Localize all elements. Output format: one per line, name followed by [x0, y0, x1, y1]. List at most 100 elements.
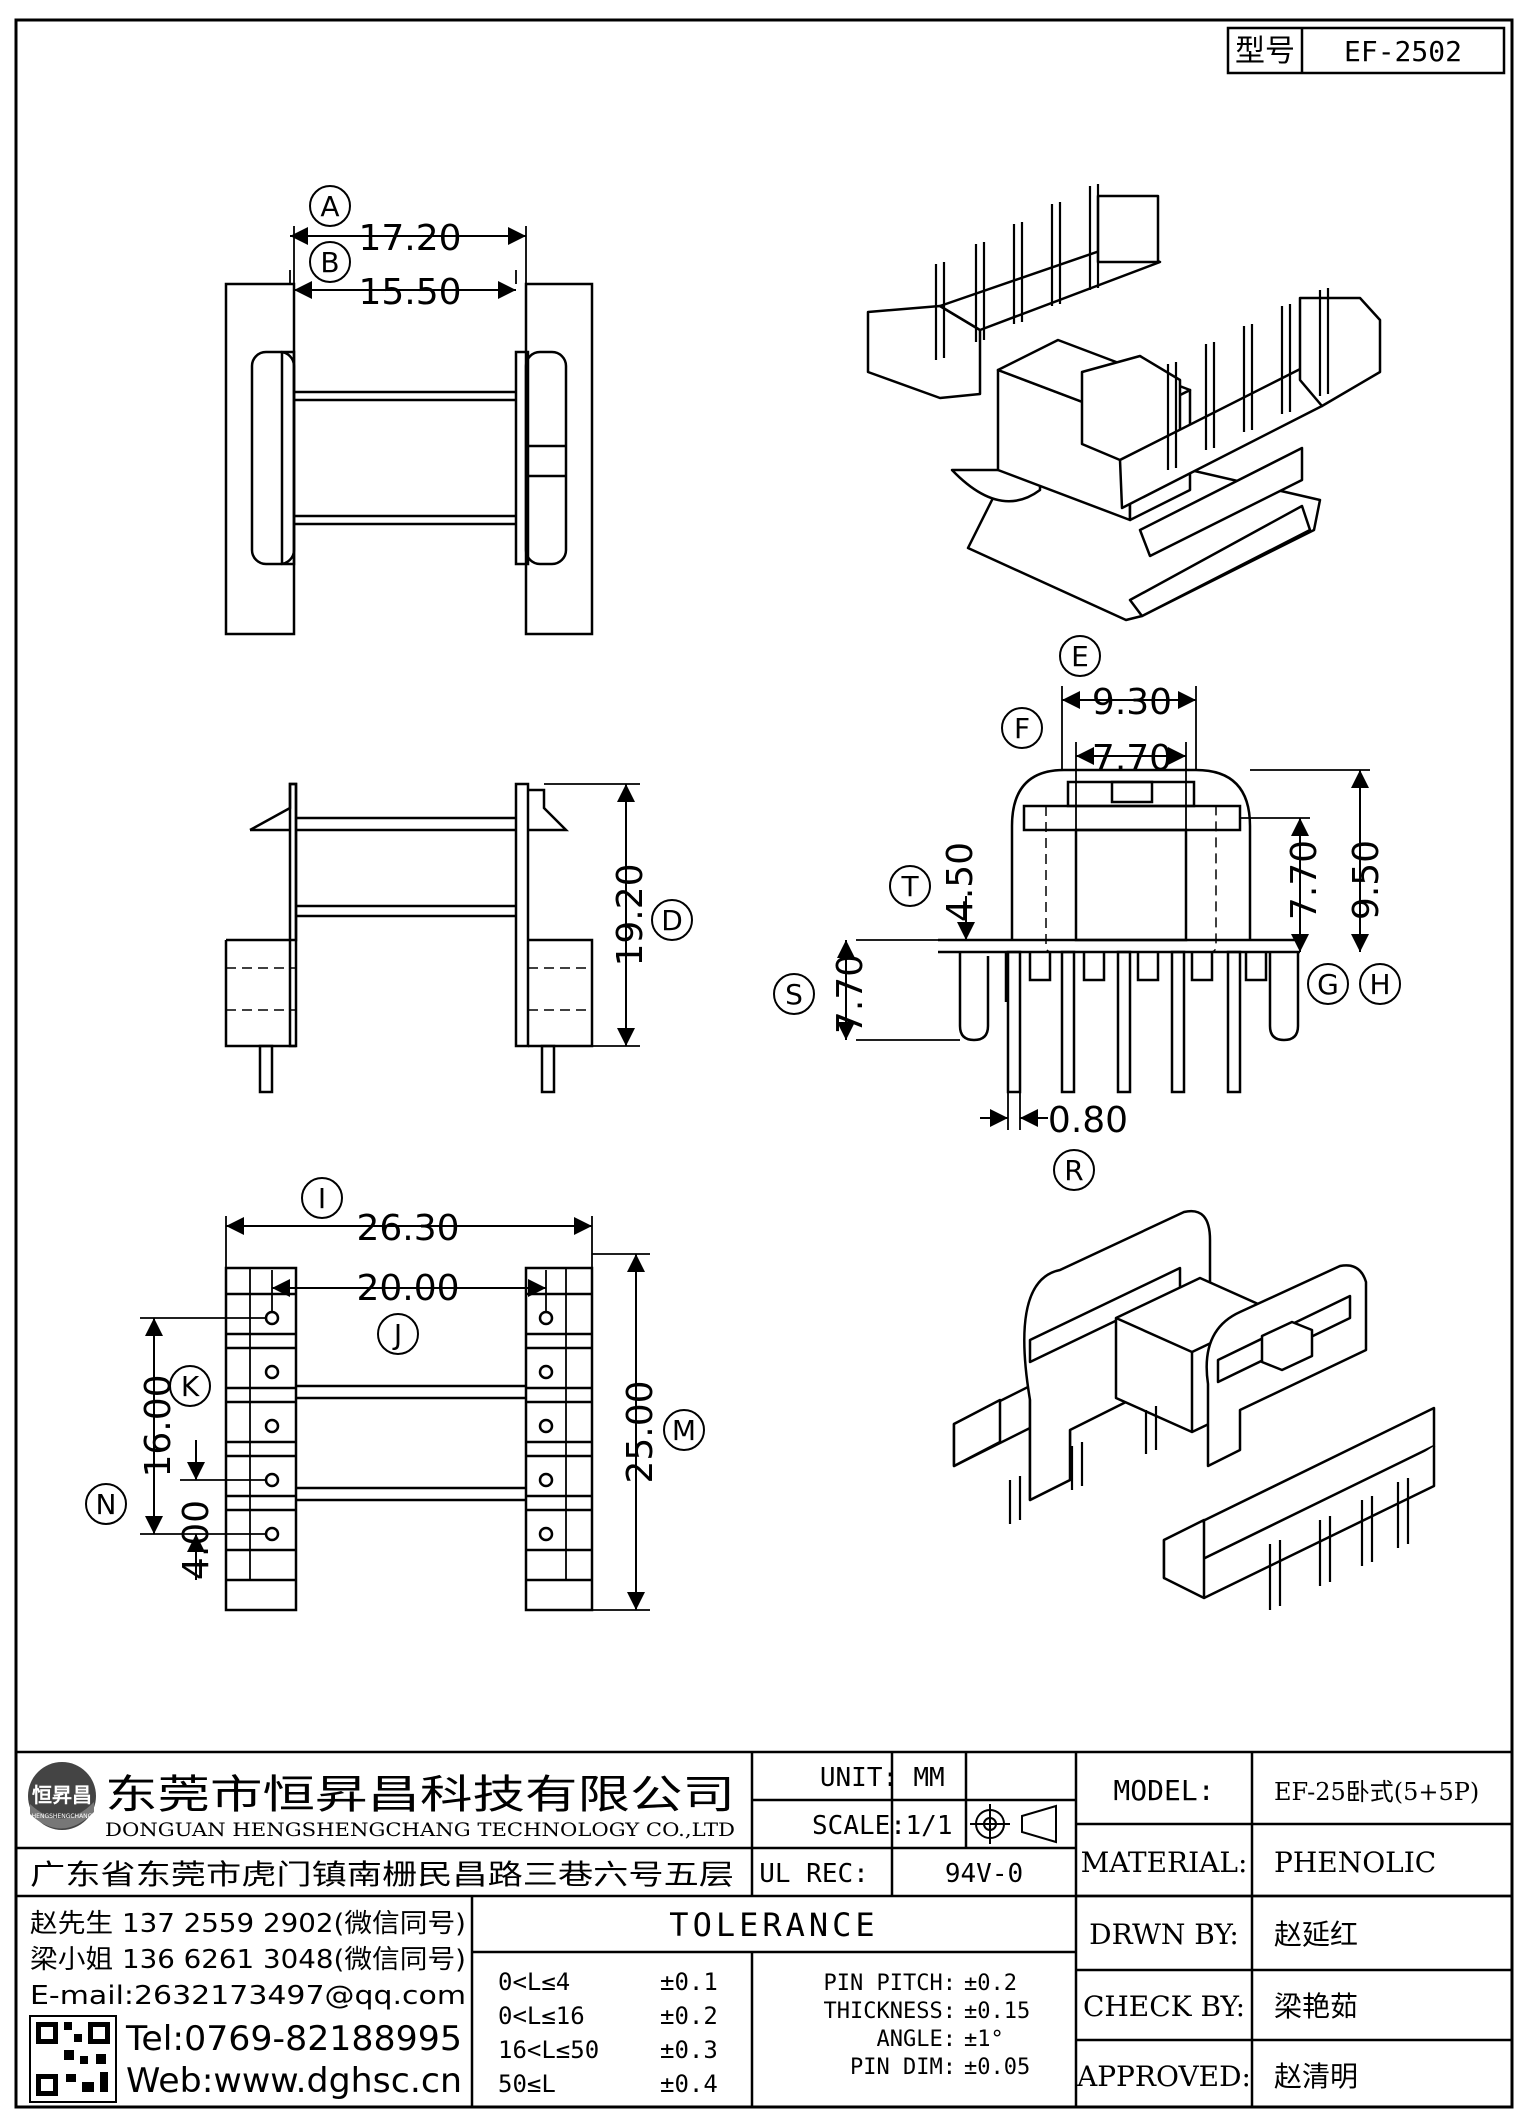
drwn-value: 赵延红: [1274, 1918, 1358, 1951]
tol-range: 50≤L: [498, 2070, 556, 2098]
dim-r-letter: R: [1064, 1154, 1083, 1187]
contact-tel: Tel:0769-82188995: [125, 2019, 462, 2059]
dim-d-letter: D: [661, 904, 683, 937]
material-label: MATERIAL:: [1081, 1846, 1248, 1879]
dim-m: 25.00 M: [620, 1254, 705, 1610]
tol-value: ±0.1: [660, 1968, 718, 1996]
tol-range: 16<L≤50: [498, 2036, 599, 2064]
header-model-value: EF-2502: [1344, 35, 1462, 68]
dim-f-value: 7.70: [1092, 738, 1172, 779]
company-name-en: DONGUAN HENGSHENGCHANG TECHNOLOGY CO.,LT…: [105, 1819, 735, 1841]
dim-t-letter: T: [900, 870, 919, 903]
dim-b: B 15.50: [294, 241, 516, 313]
company-name-cn: 东莞市恒昇昌科技有限公司: [105, 1772, 735, 1818]
dim-e: E 9.30: [1059, 635, 1196, 723]
logo-sub: HENGSHENGCHANG: [32, 1813, 93, 1820]
bottom-view: [140, 1216, 650, 1612]
qr-code-icon: [29, 2015, 117, 2103]
dim-n-letter: N: [96, 1488, 117, 1521]
scale-value: 1/1: [906, 1811, 953, 1841]
dim-d-value: 19.20: [610, 863, 651, 966]
isometric-bottom-pins: [1008, 1406, 1410, 1610]
sheet-border: [14, 18, 1514, 2109]
dim-s-letter: S: [785, 978, 803, 1011]
material-value: PHENOLIC: [1274, 1846, 1436, 1879]
company-logo: 恒昇昌 HENGSHENGCHANG: [28, 1762, 96, 1830]
approved-label: APPROVED:: [1076, 2060, 1251, 2093]
dim-d: 19.20 D: [610, 784, 693, 1046]
tol-value: ±0.3: [660, 2036, 718, 2064]
dim-s: 7.70 S: [773, 940, 871, 1040]
dim-g: 7.70 G: [1284, 818, 1349, 1005]
tol-range: 0<L≤16: [498, 2002, 585, 2030]
header-model-label: 型号: [1235, 34, 1295, 69]
isometric-top: [866, 194, 1382, 622]
dim-k-letter: K: [181, 1370, 200, 1403]
tol-extra-label: PIN DIM:: [850, 2055, 956, 2080]
title-block-grid: [16, 1750, 1512, 2107]
tolerance-title: TOLERANCE: [669, 1906, 878, 1944]
contact-web: Web:www.dghsc.cn: [126, 2061, 462, 2101]
contact-1: 赵先生 137 2559 2902(微信同号): [30, 1909, 466, 1939]
tol-extra-value: ±0.05: [964, 2055, 1030, 2080]
dim-g-letter: G: [1317, 968, 1339, 1001]
contact-email: E-mail:2632173497@qq.com: [30, 1981, 466, 2011]
model-value: EF-25卧式(5+5P): [1274, 1778, 1479, 1806]
isometric-bottom: [952, 1209, 1436, 1600]
dim-i: I 26.30: [226, 1177, 592, 1249]
logo-text: 恒昇昌: [32, 1783, 92, 1807]
dim-j: 20.00 J: [272, 1268, 546, 1355]
front-view: [856, 686, 1370, 1130]
tol-extra-value: ±0.15: [964, 1999, 1030, 2024]
model-label: MODEL:: [1113, 1774, 1214, 1807]
dim-f-letter: F: [1014, 712, 1030, 745]
dim-m-value: 25.00: [620, 1380, 661, 1483]
dim-b-letter: B: [320, 246, 339, 279]
dim-r-value: 0.80: [1048, 1100, 1128, 1141]
tol-extra-label: PIN PITCH:: [824, 1971, 956, 1996]
unit-label: UNIT:: [820, 1763, 898, 1793]
ulrec-label: UL REC:: [759, 1859, 869, 1889]
dim-f: F 7.70: [1001, 707, 1186, 779]
dim-t: 4.50 T: [889, 842, 981, 940]
dim-i-letter: I: [318, 1182, 326, 1215]
tol-extra-value: ±1°: [964, 2027, 1004, 2052]
tol-range: 0<L≤4: [498, 1968, 570, 1996]
approved-value: 赵清明: [1274, 2060, 1358, 2093]
top-view: [224, 226, 594, 636]
dim-a-letter: A: [320, 190, 339, 223]
dim-h-letter: H: [1369, 968, 1390, 1001]
dim-r: 0.80 R: [980, 1100, 1128, 1191]
dim-m-letter: M: [672, 1414, 696, 1447]
dim-e-letter: E: [1071, 640, 1089, 673]
isometric-top-pins: [934, 184, 1330, 470]
dim-a-value: 17.20: [358, 218, 461, 259]
tol-extra-value: ±0.2: [964, 1971, 1017, 1996]
dim-h-value: 9.50: [1346, 840, 1387, 920]
dim-k: 16.00 K: [138, 1318, 211, 1534]
header-model-box: 型号 EF-2502: [1226, 26, 1506, 75]
dim-b-value: 15.50: [358, 272, 461, 313]
check-label: CHECK BY:: [1083, 1990, 1245, 2023]
dim-g-value: 7.70: [1284, 840, 1325, 920]
dim-t-value: 4.50: [940, 842, 981, 922]
side-view: [224, 782, 640, 1094]
unit-value: MM: [913, 1763, 944, 1793]
dim-j-letter: J: [392, 1318, 402, 1351]
dim-h: 9.50 H: [1346, 770, 1401, 1005]
scale-label: SCALE:: [812, 1811, 906, 1841]
tol-extra-label: THICKNESS:: [824, 1999, 956, 2024]
dim-s-value: 7.70: [830, 954, 871, 1034]
tol-value: ±0.4: [660, 2070, 718, 2098]
tolerance-table: 0<L≤4 ±0.1 0<L≤16 ±0.2 16<L≤50 ±0.3 50≤L…: [498, 1968, 1030, 2098]
tol-value: ±0.2: [660, 2002, 718, 2030]
tol-extra-label: ANGLE:: [877, 2027, 956, 2052]
dim-i-value: 26.30: [356, 1208, 459, 1249]
contact-2: 梁小姐 136 6261 3048(微信同号): [30, 1945, 466, 1975]
drwn-label: DRWN BY:: [1089, 1918, 1239, 1951]
dim-a: A 17.20: [290, 185, 526, 259]
projection-symbol-icon: [970, 1804, 1057, 1844]
dim-j-value: 20.00: [356, 1268, 459, 1309]
dim-n: 4.00 N: [85, 1440, 217, 1580]
